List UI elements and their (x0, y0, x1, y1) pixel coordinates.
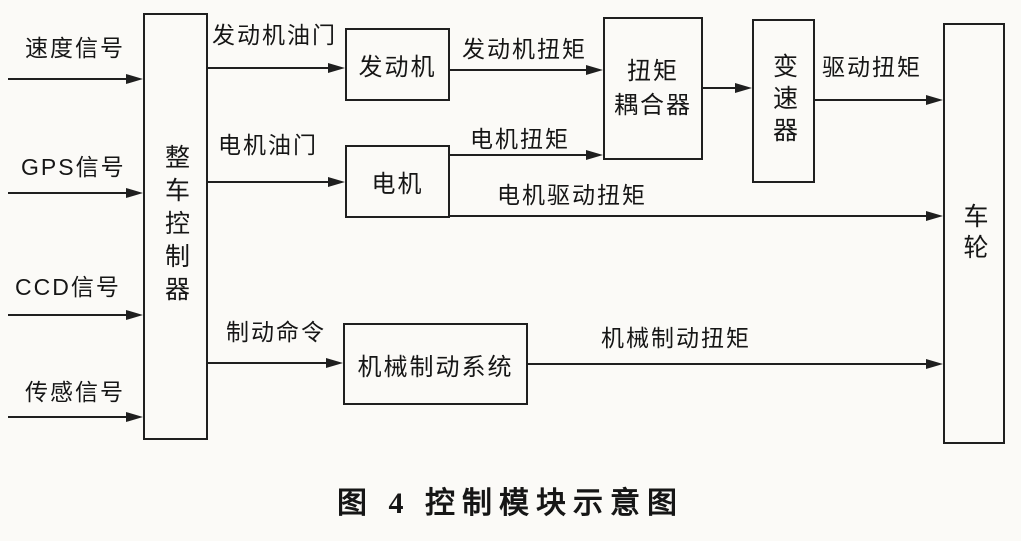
arrow-engine-torque (450, 64, 603, 76)
block-motor: 电机 (345, 145, 450, 218)
torque-coupler-label-line1: 扭矩 (627, 57, 679, 85)
arrow-brake-command (208, 357, 343, 369)
arrow-engine-throttle (208, 62, 345, 74)
arrow-shaft (450, 154, 586, 156)
arrow-shaft (8, 192, 126, 194)
label-motor-torque: 电机扭矩 (470, 126, 570, 152)
label-mech-brake-torque: 机械制动扭矩 (601, 325, 751, 351)
arrow-shaft (8, 314, 126, 316)
arrow-shaft (208, 181, 328, 183)
arrowhead-icon (126, 74, 143, 84)
label-engine-torque: 发动机扭矩 (462, 36, 587, 62)
arrowhead-icon (586, 65, 603, 75)
arrow-shaft (8, 78, 126, 80)
label-brake-command: 制动命令 (226, 319, 326, 345)
arrow-shaft (450, 69, 586, 71)
arrow-shaft (528, 363, 926, 365)
arrow-speed-signal (8, 73, 143, 85)
label-sensor-signal: 传感信号 (25, 379, 125, 405)
block-torque-coupler: 扭矩 耦合器 (603, 17, 703, 160)
arrowhead-icon (328, 63, 345, 73)
arrowhead-icon (126, 188, 143, 198)
arrow-shaft (703, 87, 735, 89)
label-gps-signal: GPS信号 (21, 154, 126, 180)
label-drive-torque: 驱动扭矩 (822, 54, 922, 80)
arrow-shaft (208, 67, 328, 69)
arrowhead-icon (926, 211, 943, 221)
arrow-mech-brake-torque (528, 358, 943, 370)
torque-coupler-label-line2: 耦合器 (614, 91, 692, 119)
arrow-shaft (450, 215, 926, 217)
arrow-sensor-signal (8, 411, 143, 423)
label-speed-signal: 速度信号 (25, 35, 125, 61)
arrowhead-icon (328, 177, 345, 187)
block-vehicle-controller: 整车控制器 (143, 13, 208, 440)
arrow-motor-throttle (208, 176, 345, 188)
arrowhead-icon (926, 359, 943, 369)
label-motor-throttle: 电机油门 (218, 132, 318, 158)
block-brake-system: 机械制动系统 (343, 323, 528, 405)
figure-caption: 图 4 控制模块示意图 (337, 487, 684, 520)
label-motor-drive-torque: 电机驱动扭矩 (497, 182, 647, 208)
arrow-coupler-to-transmission (703, 82, 752, 94)
arrow-shaft (815, 99, 926, 101)
arrowhead-icon (926, 95, 943, 105)
arrowhead-icon (126, 412, 143, 422)
arrow-motor-torque (450, 149, 603, 161)
block-transmission: 变速器 (752, 19, 815, 183)
block-wheel: 车轮 (943, 23, 1005, 444)
arrow-gps-signal (8, 187, 143, 199)
arrowhead-icon (326, 358, 343, 368)
arrow-shaft (8, 416, 126, 418)
arrow-shaft (208, 362, 326, 364)
arrow-motor-drive-torque (450, 210, 943, 222)
arrow-drive-torque (815, 94, 943, 106)
arrow-ccd-signal (8, 309, 143, 321)
arrowhead-icon (126, 310, 143, 320)
label-ccd-signal: CCD信号 (15, 274, 121, 300)
arrowhead-icon (586, 150, 603, 160)
block-engine: 发动机 (345, 28, 450, 101)
label-engine-throttle: 发动机油门 (212, 22, 337, 48)
arrowhead-icon (735, 83, 752, 93)
